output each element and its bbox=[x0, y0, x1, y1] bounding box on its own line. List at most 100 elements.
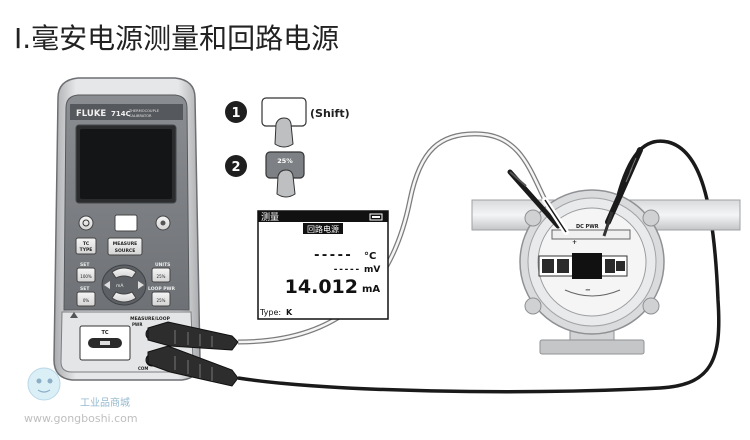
pwr-label: PWR bbox=[132, 322, 142, 327]
step-1-action: (Shift) bbox=[310, 107, 350, 120]
watermark-mascot-mouth bbox=[37, 389, 51, 393]
nav-ring bbox=[101, 264, 147, 306]
backlight-icon bbox=[160, 220, 166, 226]
boss-top-right bbox=[642, 209, 660, 227]
terminal-1 bbox=[542, 259, 554, 273]
terminal-top-strip bbox=[551, 229, 631, 240]
lcd-function-bar bbox=[303, 223, 343, 234]
warning-icon bbox=[70, 312, 78, 318]
tc-type-button[interactable] bbox=[75, 237, 97, 255]
lcd-function: 回路电源 bbox=[307, 224, 339, 234]
terminal-4 bbox=[616, 261, 625, 271]
shift-button[interactable] bbox=[114, 214, 138, 232]
left-probe-body bbox=[507, 169, 561, 229]
nav-up-button[interactable] bbox=[111, 267, 137, 279]
transmitter: DC PWR + − bbox=[471, 189, 741, 355]
meter-display bbox=[80, 129, 172, 199]
step-2-number: 2 bbox=[231, 160, 240, 175]
nav-down-button[interactable] bbox=[111, 291, 137, 303]
right-probe-tip bbox=[602, 211, 614, 237]
lcd-detail: 测量 回路电源 ----- °C ----- mV 14.012 mA Type… bbox=[257, 210, 389, 320]
measure-source-label2: SOURCE bbox=[115, 248, 136, 254]
left-probe-tip bbox=[544, 199, 567, 233]
nav-left-icon[interactable] bbox=[104, 281, 110, 289]
model-label: 714C bbox=[111, 110, 131, 118]
power-icon bbox=[82, 219, 90, 227]
terminal-3 bbox=[605, 259, 615, 273]
units-label: UNITS bbox=[155, 262, 170, 268]
dc-pwr-label: DC PWR bbox=[576, 224, 599, 230]
set-0-label: 0% bbox=[83, 298, 90, 303]
battery-level bbox=[372, 216, 380, 218]
terminal-center bbox=[572, 253, 602, 279]
step-2-key-label: 25% bbox=[277, 157, 293, 165]
set-label-upper: SET bbox=[80, 262, 90, 268]
tc-type-label1: TC bbox=[83, 241, 90, 247]
loop-pwr-label: LOOP PWR bbox=[148, 286, 175, 292]
plus-label: + bbox=[572, 239, 577, 246]
transmitter-base bbox=[539, 339, 645, 355]
watermark: 工业品商城 www.gongboshi.com bbox=[24, 367, 138, 425]
nav-ma-label: mA bbox=[116, 283, 124, 289]
watermark-url: www.gongboshi.com bbox=[24, 412, 138, 425]
step-1-number: 1 bbox=[231, 106, 240, 121]
battery-icon bbox=[369, 213, 383, 221]
units-25-button[interactable] bbox=[151, 267, 171, 283]
step-2-finger-icon bbox=[276, 169, 296, 198]
set-100-button[interactable] bbox=[76, 267, 96, 283]
step-2: 2 25% bbox=[225, 151, 305, 198]
left-probe-grip bbox=[509, 171, 527, 187]
brand-strip bbox=[70, 104, 183, 120]
right-probe-grip bbox=[625, 157, 637, 183]
measure-test-lead bbox=[147, 321, 239, 351]
measure-source-label1: MEASURE bbox=[113, 241, 137, 247]
subtitle-line2: CALIBRATOR bbox=[129, 114, 152, 118]
loop-pwr-button[interactable] bbox=[151, 291, 171, 307]
subtitle-line1: THERMOCOUPLE bbox=[128, 109, 160, 113]
lcd-ma-value: 14.012 bbox=[285, 276, 358, 298]
lcd-mv-value: ----- bbox=[333, 265, 360, 275]
watermark-mascot-icon bbox=[27, 367, 61, 401]
right-probe bbox=[602, 147, 643, 237]
lcd-ma-unit: mA bbox=[362, 284, 380, 295]
com-lead-body bbox=[147, 345, 239, 387]
power-button[interactable] bbox=[78, 215, 94, 231]
lcd-header-bar bbox=[258, 211, 388, 222]
lcd-temp-value: ----- bbox=[313, 248, 352, 263]
step-1-finger-icon bbox=[274, 117, 294, 148]
loop-pwr-key-label: 25% bbox=[157, 298, 166, 303]
set-label-lower: SET bbox=[80, 286, 90, 292]
step-1-badge bbox=[225, 101, 247, 123]
brand-logo: FLUKE bbox=[76, 109, 106, 119]
nav-right-icon[interactable] bbox=[138, 281, 144, 289]
watermark-mascot-eye-l bbox=[36, 378, 42, 384]
boss-top-left bbox=[524, 209, 542, 227]
minus-label: − bbox=[585, 286, 591, 294]
measure-lead-wire-core bbox=[237, 132, 547, 344]
lcd-mv-unit: mV bbox=[364, 265, 380, 275]
units-25-label: 25% bbox=[157, 274, 166, 279]
lcd-mode: 测量 bbox=[261, 212, 279, 223]
com-test-lead bbox=[147, 345, 239, 387]
lcd-type-label: Type: bbox=[259, 308, 281, 317]
lcd-type-value: K bbox=[286, 308, 293, 317]
com-lead-wire bbox=[237, 139, 721, 394]
boss-bottom-right bbox=[642, 297, 660, 315]
measure-lead-grip bbox=[174, 330, 213, 347]
left-probe bbox=[507, 169, 569, 235]
tc-type-label2: TYPE bbox=[80, 247, 93, 253]
step-1: 1 (Shift) bbox=[225, 97, 350, 148]
lcd-temp-unit: °C bbox=[364, 251, 376, 262]
terminal-arc bbox=[564, 289, 621, 297]
measure-source-button[interactable] bbox=[107, 237, 143, 256]
watermark-mascot-eye-r bbox=[47, 378, 53, 384]
terminal-2 bbox=[557, 259, 569, 273]
tc-port-pins bbox=[100, 341, 110, 345]
com-lead-grip bbox=[174, 356, 213, 381]
measure-lead-body bbox=[147, 321, 239, 351]
boss-bottom-left bbox=[524, 297, 542, 315]
step-2-badge bbox=[225, 155, 247, 177]
set-0-button[interactable] bbox=[76, 291, 96, 307]
